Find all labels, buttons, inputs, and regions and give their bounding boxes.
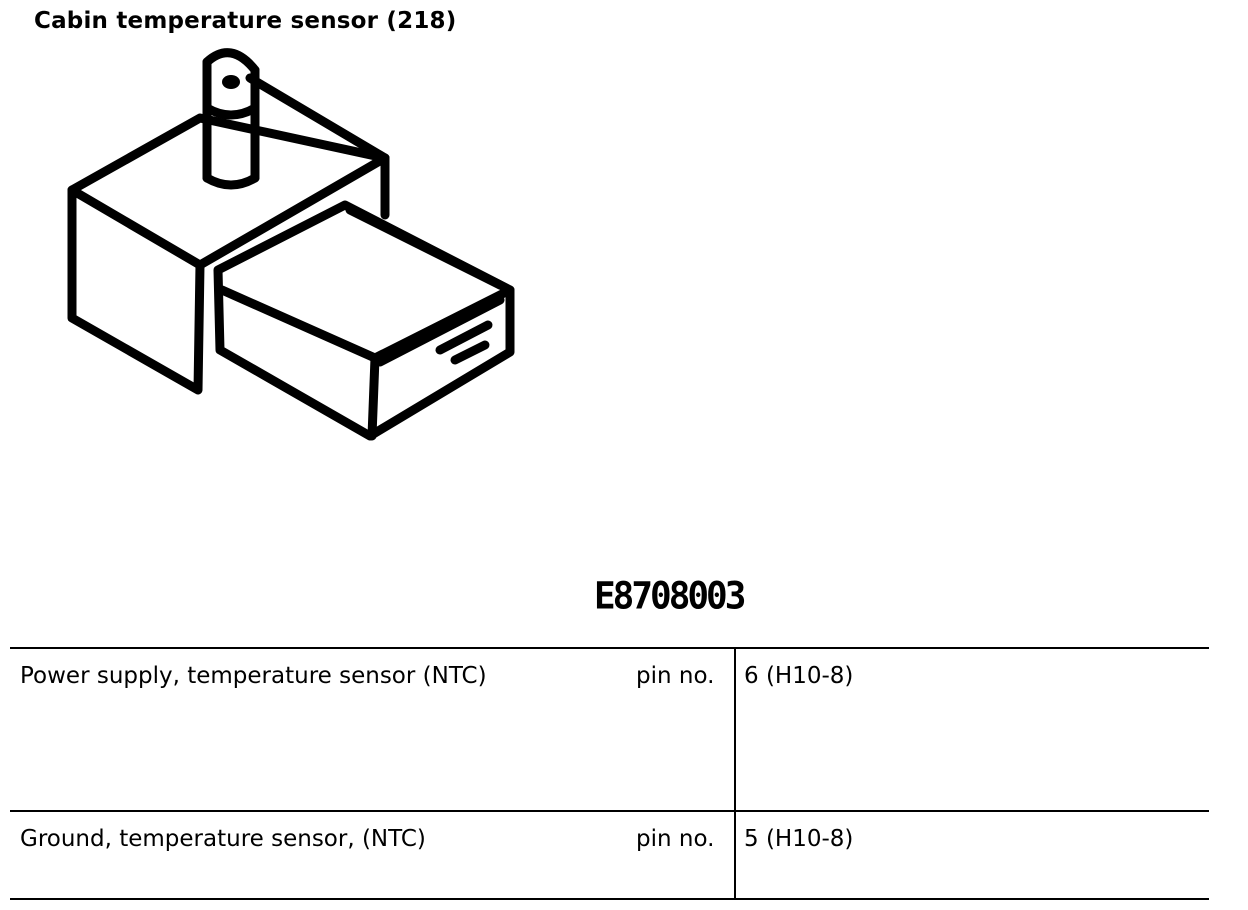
pin-description: Power supply, temperature sensor (NTC) <box>20 663 487 689</box>
table-row: Ground, temperature sensor, (NTC) pin no… <box>10 812 1209 900</box>
page-title: Cabin temperature sensor (218) <box>34 8 457 34</box>
pin-description: Ground, temperature sensor, (NTC) <box>20 826 426 852</box>
column-divider <box>734 649 736 810</box>
pin-label: pin no. <box>636 826 715 852</box>
figure-code: E8708003 <box>594 574 746 619</box>
pin-table: Power supply, temperature sensor (NTC) p… <box>10 647 1209 900</box>
pin-label: pin no. <box>636 663 715 689</box>
pin-value: 5 (H10-8) <box>744 826 854 852</box>
table-row: Power supply, temperature sensor (NTC) p… <box>10 649 1209 812</box>
column-divider <box>734 812 736 898</box>
sensor-illustration <box>67 48 515 441</box>
pin-value: 6 (H10-8) <box>744 663 854 689</box>
